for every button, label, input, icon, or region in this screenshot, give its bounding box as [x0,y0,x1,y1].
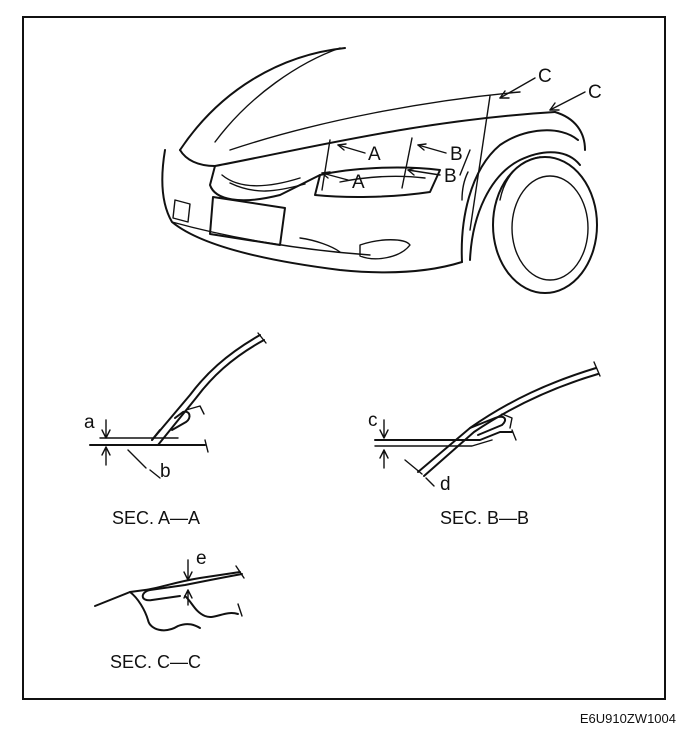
label-section-c-lower: C [588,82,602,103]
section-b-b-detail: c d SEC. B—B [368,361,601,528]
figure-code: E6U910ZW1004 [579,711,676,726]
label-gap-a: a [84,412,95,433]
label-section-b-upper: B [450,144,463,165]
diagram-frame [22,16,666,700]
label-section-c-upper: C [538,66,552,87]
section-c-c-detail: e SEC. C—C [94,548,245,672]
label-section-a-upper: A [368,144,381,165]
label-gap-d: d [440,474,451,495]
label-gap-b: b [160,461,171,482]
label-section-a-lower: A [352,172,365,193]
caption-sec-aa: SEC. A—A [112,508,200,528]
car-front-view [161,47,598,294]
label-gap-c: c [368,410,378,431]
label-section-b-lower: B [444,166,457,187]
section-markers: A A B B C C [321,66,602,193]
caption-sec-cc: SEC. C—C [110,652,201,672]
section-a-a-detail: a b SEC. A—A [84,332,267,528]
label-gap-e: e [196,548,207,569]
caption-sec-bb: SEC. B—B [440,508,529,528]
